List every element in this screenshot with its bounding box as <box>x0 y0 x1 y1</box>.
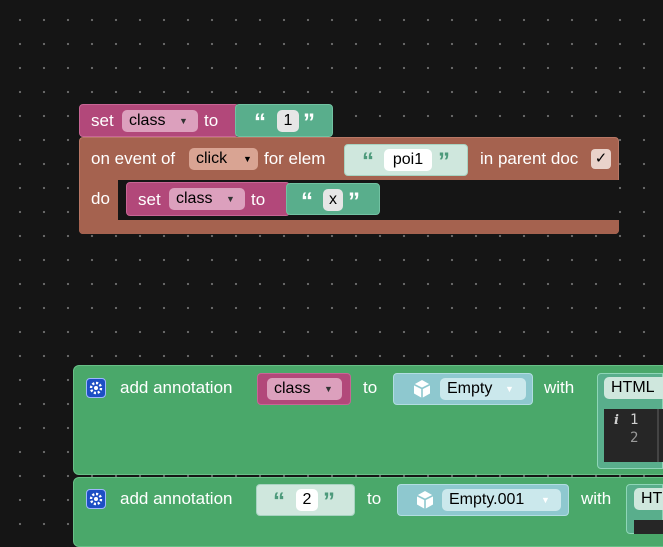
object-dropdown-1-value: Empty <box>447 380 493 397</box>
set-label-inner: set <box>138 190 161 209</box>
field-dropdown-1-value: class <box>274 380 311 397</box>
object-dropdown-2-value: Empty.001 <box>449 491 525 508</box>
quote-close-icon: ” <box>303 109 315 136</box>
event-bottom-bar <box>79 220 619 234</box>
value-outer[interactable]: 1 <box>277 110 299 132</box>
event-dropdown-value: click <box>196 150 228 167</box>
do-label: do <box>91 189 110 208</box>
add-annotation-label-1: add annotation <box>120 378 233 397</box>
quote-open-icon: “ <box>254 109 266 136</box>
annotation-block-1[interactable] <box>73 365 663 475</box>
event-dropdown[interactable]: click ▼ <box>189 148 258 170</box>
on-event-label: on event of <box>91 149 176 168</box>
to-label-annotation-2: to <box>367 489 382 508</box>
annotation-block-2[interactable] <box>73 477 663 547</box>
with-label-2: with <box>581 489 612 508</box>
html-type-label-2[interactable]: HT <box>634 488 663 510</box>
annotation-value-2[interactable]: 2 <box>296 489 318 511</box>
html-type-label-1[interactable]: HTML <box>604 377 663 399</box>
html-type-1-value: HTML <box>611 379 655 396</box>
quote-open-icon: “ <box>301 188 313 215</box>
to-label-outer: to <box>204 111 219 130</box>
object-dropdown-1[interactable]: Empty ▼ <box>440 378 526 400</box>
quote-open-icon: “ <box>273 488 285 515</box>
quote-open-icon: “ <box>362 148 374 175</box>
cube-icon <box>414 489 436 511</box>
object-dropdown-2[interactable]: Empty.001 ▼ <box>442 489 561 511</box>
code-gutter-divider <box>657 409 659 462</box>
quote-close-icon: ” <box>348 188 360 215</box>
prop-dropdown-inner-value: class <box>176 190 213 207</box>
chevron-down-icon: ▼ <box>324 384 333 394</box>
add-annotation-label-2: add annotation <box>120 489 233 508</box>
quote-close-icon: ” <box>438 148 450 175</box>
prop-dropdown-outer-value: class <box>129 112 166 129</box>
elem-value[interactable]: poi1 <box>384 149 432 171</box>
prop-dropdown-inner[interactable]: class ▼ <box>169 188 245 210</box>
line-number: 2 <box>630 430 639 446</box>
info-icon: i <box>614 413 619 428</box>
chevron-down-icon: ▼ <box>226 194 235 204</box>
prop-dropdown-outer[interactable]: class ▼ <box>122 110 198 132</box>
to-label-annotation-1: to <box>363 378 378 397</box>
with-label-1: with <box>544 378 575 397</box>
line-number: 1 <box>630 412 639 428</box>
value-inner[interactable]: x <box>323 189 343 211</box>
chevron-down-icon: ▼ <box>179 116 188 126</box>
in-parent-label: in parent doc <box>480 149 579 168</box>
check-icon: ✓ <box>594 150 608 167</box>
to-label-inner: to <box>251 190 266 209</box>
quote-close-icon: ” <box>323 488 335 515</box>
field-dropdown-1[interactable]: class ▼ <box>267 378 342 400</box>
code-editor-2[interactable] <box>634 520 663 534</box>
html-type-2-value: HT <box>641 490 663 507</box>
chevron-down-icon: ▼ <box>243 154 252 164</box>
code-editor-1[interactable] <box>604 409 663 462</box>
gear-icon[interactable] <box>86 489 106 509</box>
cube-icon <box>411 378 433 400</box>
set-label-outer: set <box>91 111 114 130</box>
for-elem-label: for elem <box>264 149 326 168</box>
chevron-down-icon: ▼ <box>541 495 550 505</box>
chevron-down-icon: ▼ <box>505 384 514 394</box>
in-parent-checkbox[interactable]: ✓ <box>591 149 611 169</box>
gear-icon[interactable] <box>86 378 106 398</box>
